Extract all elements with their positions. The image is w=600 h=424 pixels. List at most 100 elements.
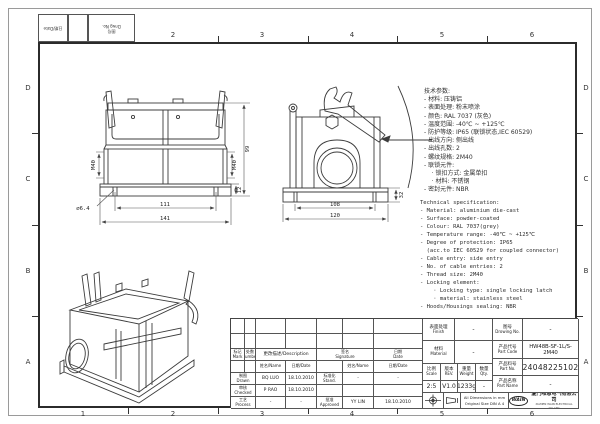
part-name-value: - — [523, 376, 579, 393]
stub-date-label: 日期/Date — [43, 26, 63, 32]
sub-date-label: 日期/Date — [388, 363, 408, 369]
note-line: - 表面处理: 粉末喷涂 — [424, 104, 481, 112]
grid-col-label: 3 — [259, 31, 265, 39]
note-line: · 材料: 不锈钢 — [424, 178, 470, 186]
weight-value: 1233g — [458, 381, 476, 393]
change-empty — [343, 334, 374, 349]
dim-108: 108 — [330, 202, 340, 208]
change-empty — [317, 334, 343, 349]
weight-cn: 重量 — [462, 367, 471, 372]
sub-name: 姓名/Name — [256, 361, 286, 373]
grid-col-label: 6 — [529, 410, 535, 418]
sub-name-label: 姓名/Name — [259, 363, 282, 369]
change-empty — [343, 319, 374, 334]
change-empty — [231, 361, 245, 373]
change-empty — [245, 319, 256, 334]
note-line: - Surface: powder-coated — [420, 216, 500, 222]
front-view-dimension-lines — [96, 102, 250, 225]
stand-name: - — [343, 373, 374, 385]
row-stand-cn: 标准化 — [323, 373, 336, 378]
change-empty — [256, 334, 286, 349]
material-value: - — [455, 341, 493, 364]
part-no-cn: 产品料号 — [498, 362, 517, 367]
part-code-value: HW48B-SF-1L/S-2M40 — [523, 341, 579, 359]
stub-date-box: 日期/Date — [38, 14, 68, 42]
rev-value: V1.0 — [441, 381, 458, 393]
side-view-dimension-lines — [282, 187, 400, 222]
checked-name: P RAO — [256, 385, 286, 397]
row-checked-cn: 审核 — [239, 385, 247, 390]
company-cell: WAIN 厦门唯恩电气有限公司 XIAMEN WAIN ELECTRICAL C… — [509, 393, 579, 409]
change-empty — [286, 334, 317, 349]
hdr-signature-cn: 签名 — [341, 349, 349, 354]
scale-en: Scale — [426, 371, 437, 377]
grid-row-label: D — [25, 84, 31, 92]
dim-120: 120 — [330, 213, 340, 219]
note-line: - Degree of protection: IP65 — [420, 240, 513, 246]
note-line: · 锁扣方式: 金属单扣 — [424, 170, 488, 178]
drawn-date: 18.10.2010 — [286, 373, 317, 385]
drawing-no-en: Drowing No. — [495, 328, 520, 334]
note-line: - 颜色: RAL 7037 (灰色) — [424, 112, 492, 120]
cone-symbol — [444, 393, 461, 409]
sub-name-label: 姓名/Name — [347, 363, 369, 369]
change-empty — [374, 334, 423, 349]
change-empty — [256, 319, 286, 334]
change-empty — [317, 319, 343, 334]
note-line: · material: stainless steel — [420, 296, 523, 302]
change-empty — [317, 385, 343, 397]
technical-notes-cn: 技术参数: - 材料: 压铸铝 - 表面处理: 粉末喷涂 - 颜色: RAL 7… — [424, 88, 576, 195]
grid-row-label: B — [25, 267, 31, 275]
sub-name: 姓名/Name — [343, 361, 374, 373]
material-en: Material — [430, 351, 447, 357]
isometric-outline — [59, 270, 199, 404]
hdr-signature-en: Signature — [335, 353, 355, 359]
dim-12: 12 — [237, 187, 243, 194]
side-view-outline — [282, 85, 432, 203]
grid-col-label: 5 — [439, 31, 445, 39]
note-line: - Locking element: — [420, 280, 480, 286]
change-empty — [374, 319, 423, 334]
note-line: - 温度范围: -40℃ ~ +125℃ — [424, 120, 505, 128]
finish-cn: 表面处理 — [429, 324, 448, 330]
dims-note-line2: Original Size DIN A 4 — [464, 400, 505, 406]
note-line: - 螺纹规格: 2M40 — [424, 153, 473, 161]
dim-m40-right: M40 — [232, 160, 238, 170]
stub-empty-box — [68, 14, 88, 42]
drawing-no-value: - — [523, 319, 579, 341]
stand-date: - — [374, 373, 423, 385]
part-code-cn: 产品代号 — [498, 344, 517, 350]
company-name-cn: 厦门唯恩电气有限公司 — [531, 393, 577, 404]
note-line: - No. of cable entries: 2 — [420, 264, 503, 270]
dim-111: 111 — [160, 202, 170, 208]
sub-date: 日期/Date — [374, 361, 423, 373]
grid-row-label: A — [25, 358, 31, 366]
stub-drwg-box: 图号 Drwg No. — [88, 14, 135, 42]
wain-logo: WAIN — [509, 395, 528, 406]
note-line: - 联锁元件: — [424, 161, 455, 169]
change-empty — [245, 361, 256, 373]
finish-en: Finish — [432, 328, 445, 334]
grid-col-label: 3 — [259, 410, 265, 418]
front-view-outline — [99, 90, 232, 197]
part-name-cn: 产品名称 — [498, 379, 517, 384]
dim-32: 32 — [399, 192, 405, 199]
approved-name: YY LIN — [343, 397, 374, 409]
qty-value: - — [476, 381, 493, 393]
scale-value: 2:5 — [423, 381, 441, 393]
qty-en: Qty. — [480, 371, 488, 377]
row-process-cn: 工艺 — [239, 397, 247, 402]
qty-cn: 数量 — [479, 367, 489, 372]
note-line: - 防护等级: IP65 (联锁状态,IEC 60529) — [424, 129, 533, 137]
truncated-cone-icon — [446, 397, 458, 404]
dim-m40-left: M40 — [91, 160, 97, 170]
row-approved-cn: 批准 — [325, 397, 334, 402]
